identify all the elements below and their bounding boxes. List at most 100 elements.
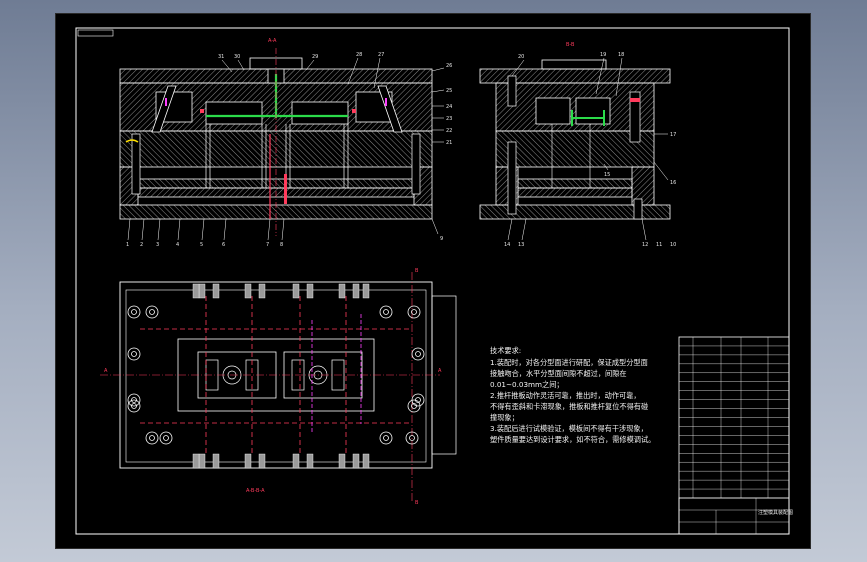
guide-hole-icon	[127, 305, 141, 319]
guide-hole-icon	[383, 309, 389, 315]
ejector-pin-stub	[192, 453, 200, 469]
guide-hole-icon	[411, 347, 425, 361]
ejector-pin-stub	[306, 283, 314, 299]
ejector-pin-stub	[244, 283, 252, 299]
section-label-plan: A-B-B-A	[246, 488, 265, 494]
section-label-side: B-B	[566, 42, 575, 48]
guide-hole-icon	[411, 309, 417, 315]
ejector-pin-stub	[192, 283, 200, 299]
ejector-pin-stub	[212, 283, 220, 299]
part-balloon: 16	[670, 180, 676, 186]
part-balloon: 21	[446, 140, 452, 146]
guide-hole-icon	[379, 431, 393, 445]
ejector-pin-stub	[338, 283, 346, 299]
part-balloon: 20	[518, 54, 524, 60]
part-balloon: 8	[280, 242, 283, 248]
ejector-pin-stub	[244, 453, 252, 469]
part-balloon: 18	[618, 52, 624, 58]
guide-hole-icon	[379, 305, 393, 319]
part-balloon: 10	[670, 242, 676, 248]
part-balloon: 9	[440, 236, 443, 242]
guide-hole-icon	[131, 397, 137, 403]
part-balloon: 12	[642, 242, 648, 248]
guide-hole-icon	[127, 399, 141, 413]
ejector-pin-stub	[258, 453, 266, 469]
part-balloon: 29	[312, 54, 318, 60]
guide-hole-icon	[163, 435, 169, 441]
guide-hole-icon	[127, 347, 141, 361]
plan-view: A A B B A-B-B-A	[100, 268, 457, 506]
part-balloon: 25	[446, 88, 452, 94]
part-balloon: 11	[656, 242, 662, 248]
front-section-view: A-A	[119, 38, 452, 248]
plan-mark-a-right: A	[438, 368, 442, 374]
notes-line: 3.装配后进行试模验证，模板间不得有干涉现象，	[490, 424, 648, 433]
side-section-view: B-B	[479, 42, 676, 248]
part-balloon: 6	[222, 242, 225, 248]
guide-hole-icon	[149, 309, 155, 315]
notes-line: 0.01~0.03mm之间；	[490, 380, 564, 389]
notes-title: 技术要求:	[490, 346, 522, 355]
guide-hole-icon	[383, 435, 389, 441]
part-balloon: 15	[604, 172, 610, 178]
plan-mark-b-bottom: B	[415, 500, 419, 506]
technical-requirements: 技术要求: 1.装配时，对各分型面进行研配，保证成型分型面 接触吻合，水平分型面…	[490, 345, 678, 445]
notes-line: 塑件质量要达到设计要求，如不符合，需修模调试。	[490, 435, 656, 444]
part-balloon: 7	[266, 242, 269, 248]
ejector-pin-stub	[306, 453, 314, 469]
notes-line: 不得有歪斜和卡滞现象，推板和推杆复位不得有碰	[490, 402, 649, 411]
part-balloon: 1	[126, 242, 129, 248]
guide-hole-icon	[415, 351, 421, 357]
guide-hole-icon	[145, 431, 159, 445]
part-balloon: 2	[140, 242, 143, 248]
part-balloon: 19	[600, 52, 606, 58]
notes-line: 撞现象；	[490, 413, 519, 422]
plan-mark-b-top: B	[415, 268, 419, 274]
part-balloon: 26	[446, 63, 452, 69]
part-balloon: 30	[234, 54, 240, 60]
notes-line: 接触吻合，水平分型面间隙不超过，间隙在	[490, 369, 627, 378]
guide-hole-icon	[131, 309, 137, 315]
ejector-pin-stub	[338, 453, 346, 469]
ejector-pin-stub	[292, 283, 300, 299]
part-balloon: 3	[156, 242, 159, 248]
guide-hole-icon	[405, 431, 419, 445]
guide-hole-icon	[149, 435, 155, 441]
notes-line: 2.推杆推板动作灵活可靠，推出时，动作可靠，	[490, 391, 641, 400]
mold-assembly-drawing: A-A	[75, 27, 793, 535]
ejector-pin-stub	[362, 283, 370, 299]
ejector-pin-stub	[258, 283, 266, 299]
ejector-pin-stub	[352, 453, 360, 469]
guide-hole-icon	[407, 305, 421, 319]
plan-mark-a-left: A	[104, 368, 108, 374]
ejector-pin-stub	[352, 283, 360, 299]
part-balloon: 28	[356, 52, 362, 58]
sheet-border	[75, 27, 790, 535]
part-balloon: 14	[504, 242, 510, 248]
part-balloon: 24	[446, 104, 452, 110]
part-balloon: 4	[176, 242, 179, 248]
section-label-front: A-A	[268, 38, 277, 44]
guide-hole-icon	[127, 393, 141, 407]
ejector-pin-stub	[212, 453, 220, 469]
ejector-pin-stub	[292, 453, 300, 469]
guide-hole-icon	[415, 397, 421, 403]
guide-hole-icon	[131, 403, 137, 409]
guide-hole-icon	[409, 435, 415, 441]
guide-hole-icon	[159, 431, 173, 445]
ejector-pin-stub	[362, 453, 370, 469]
notes-line: 1.装配时，对各分型面进行研配，保证成型分型面	[490, 358, 648, 367]
guide-hole-icon	[145, 305, 159, 319]
part-balloon: 13	[518, 242, 524, 248]
ejector-pin-stub	[198, 453, 206, 469]
corner-tag	[77, 29, 114, 37]
part-balloon: 27	[378, 52, 384, 58]
part-balloon: 23	[446, 116, 452, 122]
title-block: 注塑模具装配图	[678, 336, 793, 535]
part-balloon: 5	[200, 242, 203, 248]
title-block-name: 注塑模具装配图	[758, 509, 793, 516]
part-balloon: 31	[218, 54, 224, 60]
cad-viewport[interactable]: A-A	[55, 13, 811, 549]
ejector-pin-stub	[198, 283, 206, 299]
part-balloon: 17	[670, 132, 676, 138]
